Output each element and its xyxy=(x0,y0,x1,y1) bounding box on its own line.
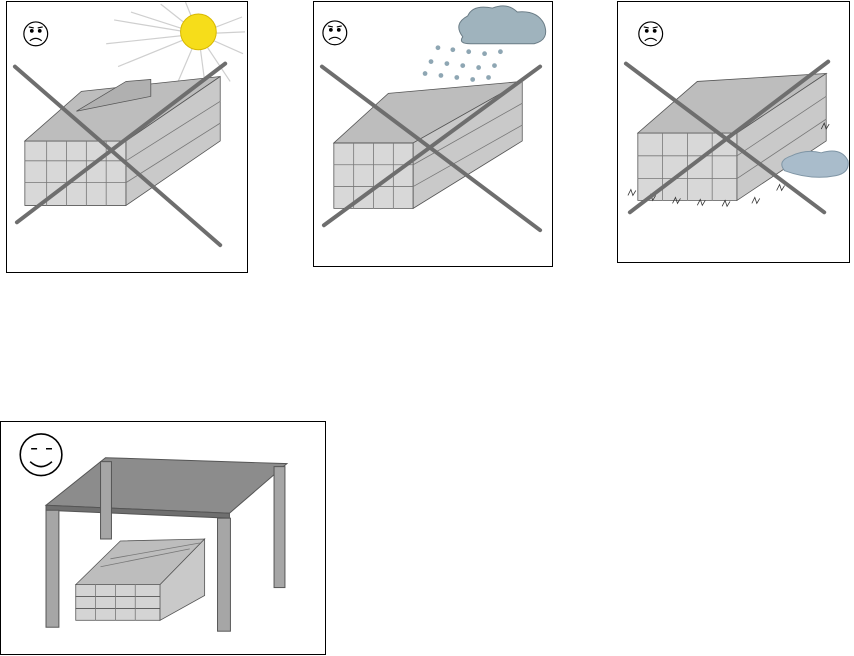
ground-moisture-illustration xyxy=(618,2,849,262)
rain-illustration xyxy=(314,2,552,266)
happy-face-icon xyxy=(20,434,62,476)
sun-icon xyxy=(106,2,245,87)
sad-face-icon xyxy=(323,21,347,45)
lumber-stack xyxy=(76,539,205,620)
panel-ground-moisture-wrong xyxy=(617,1,850,263)
panel-rain-wrong xyxy=(313,1,553,267)
sad-face-icon xyxy=(639,22,663,46)
sad-face-icon xyxy=(24,22,48,46)
covered-storage-illustration xyxy=(1,422,325,654)
panel-covered-correct xyxy=(0,421,326,655)
panel-sun-wrong xyxy=(6,1,248,273)
rain-cloud-icon xyxy=(423,6,546,82)
sun-illustration xyxy=(7,2,247,272)
